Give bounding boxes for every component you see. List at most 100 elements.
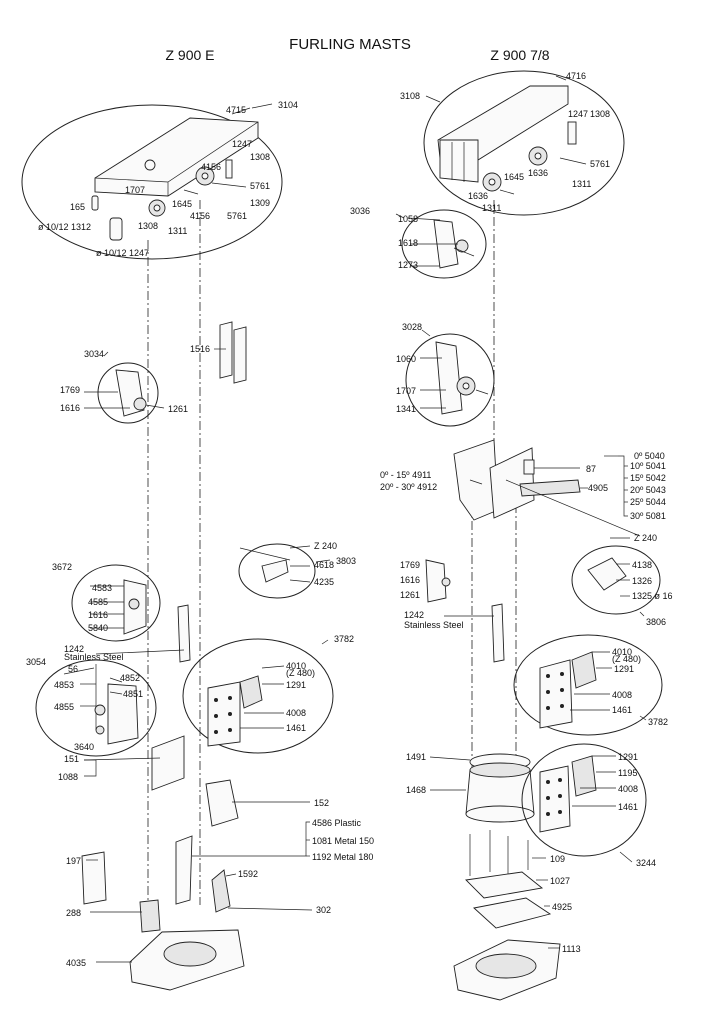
label-1291b: 1291 [618, 752, 638, 762]
label-1242-right: 1242 [404, 610, 424, 620]
label-z240-right: Z 240 [634, 533, 657, 543]
label-1113: 1113 [562, 944, 581, 954]
tack-ring-3782-right [513, 634, 663, 736]
label-4905: 4905 [588, 483, 608, 493]
left-assembly: 3104 4715 1247 1308 4156 5761 1309 5761 … [21, 100, 374, 991]
crane-frame [489, 447, 535, 519]
swivel-plate-right [425, 559, 447, 603]
pin-87 [523, 459, 535, 475]
label-3034: 3034 [84, 349, 104, 359]
label-109: 109 [550, 854, 565, 864]
bracket-1247 [567, 121, 577, 145]
label-165: 165 [70, 202, 85, 212]
label-4583: 4583 [92, 583, 112, 593]
label-4235: 4235 [314, 577, 334, 587]
label-1308b: 1308 [138, 221, 158, 231]
label-1311b: 1311 [482, 203, 501, 213]
label-1081: 1081 Metal 150 [312, 836, 374, 846]
plate-152 [205, 779, 239, 827]
label-1192: 1192 Metal 180 [312, 852, 373, 862]
label-4008b: 4008 [618, 784, 638, 794]
label-1291-right: 1291 [614, 664, 634, 674]
head-assembly-ring-3108 [423, 70, 625, 216]
halyard-ring-3803 [238, 543, 316, 599]
label-3782-left: 3782 [334, 634, 354, 644]
label-5042: 15º 5042 [630, 473, 666, 483]
stainless-strip-1242-right [491, 603, 505, 663]
label-1242-stainless-right: Stainless Steel [404, 620, 464, 630]
label-3028: 3028 [402, 322, 422, 332]
label-1308-right: 1308 [590, 109, 610, 119]
masthead-hole [144, 159, 156, 171]
right-assembly: 3108 4716 1247 1308 5761 1645 1636 1636 … [350, 70, 673, 1001]
plate-3244 [539, 765, 571, 833]
label-4010-left: 4010 [286, 661, 306, 671]
label-1311a: 1311 [572, 179, 591, 189]
label-1461-left: 1461 [286, 723, 306, 733]
label-288: 288 [66, 908, 81, 918]
label-4156b: 4156 [190, 211, 210, 221]
label-1247-right: 1247 [568, 109, 588, 119]
label-1516: 1516 [190, 344, 210, 354]
label-87: 87 [586, 464, 596, 474]
label-3036: 3036 [350, 206, 370, 216]
bracket-1308 [225, 159, 233, 179]
label-1616b: 1616 [88, 610, 108, 620]
label-1088: 1088 [58, 772, 78, 782]
shackle-plate [107, 683, 139, 745]
label-3803: 3803 [336, 556, 356, 566]
label-1247: 1247 [232, 139, 252, 149]
label-1242: 1242 [64, 644, 84, 654]
label-1291-left: 1291 [286, 680, 306, 690]
label-4912: 20º - 30º 4912 [380, 482, 437, 492]
label-4716: 4716 [566, 71, 586, 81]
label-151: 151 [64, 754, 79, 764]
ring-3036 [401, 209, 487, 279]
label-1058: 1058 [398, 214, 418, 224]
label-4855: 4855 [54, 702, 74, 712]
label-4715: 4715 [226, 105, 246, 115]
plate-3028 [435, 341, 463, 415]
label-1769: 1769 [60, 385, 80, 395]
label-5761b: 5761 [227, 211, 247, 221]
label-1468: 1468 [406, 785, 426, 795]
label-1341: 1341 [396, 404, 416, 414]
label-1060: 1060 [396, 354, 416, 364]
bracket-197 [81, 851, 107, 905]
label-1707: 1707 [125, 185, 145, 195]
label-1461-right: 1461 [612, 705, 632, 715]
head-assembly-ring-3104 [21, 104, 283, 260]
label-z480-left: (Z 480) [286, 668, 315, 678]
label-4618: 4618 [314, 560, 334, 570]
left-model-heading: Z 900 E [165, 47, 214, 63]
right-model-heading: Z 900 7/8 [490, 47, 549, 63]
label-3782-right: 3782 [648, 717, 668, 727]
label-1636a: 1636 [528, 168, 548, 178]
clamp-288 [139, 899, 161, 933]
label-1491: 1491 [406, 752, 426, 762]
label-4156a: 4156 [201, 162, 221, 172]
clamp-1592 [211, 869, 231, 913]
label-1273: 1273 [398, 260, 418, 270]
label-302: 302 [316, 905, 331, 915]
halyard-swivel [261, 559, 289, 583]
label-1461b: 1461 [618, 802, 638, 812]
label-1592: 1592 [238, 869, 258, 879]
tack-ring-3782-left [182, 638, 334, 754]
label-3244: 3244 [636, 858, 656, 868]
label-5041: 10º 5041 [630, 461, 666, 471]
label-5840: 5840 [88, 623, 108, 633]
crane-bracket-4911 [453, 439, 499, 521]
label-1645-right: 1645 [504, 172, 524, 182]
label-5081: 30º 5081 [630, 511, 666, 521]
label-4851: 4851 [123, 689, 143, 699]
label-3672: 3672 [52, 562, 72, 572]
label-1616-right: 1616 [400, 575, 420, 585]
label-4853: 4853 [54, 680, 74, 690]
label-1261-right: 1261 [400, 590, 420, 600]
ring-3806 [571, 545, 661, 615]
label-1645: 1645 [172, 199, 192, 209]
label-5043: 20º 5043 [630, 485, 666, 495]
masthead-box-4715 [94, 117, 259, 197]
